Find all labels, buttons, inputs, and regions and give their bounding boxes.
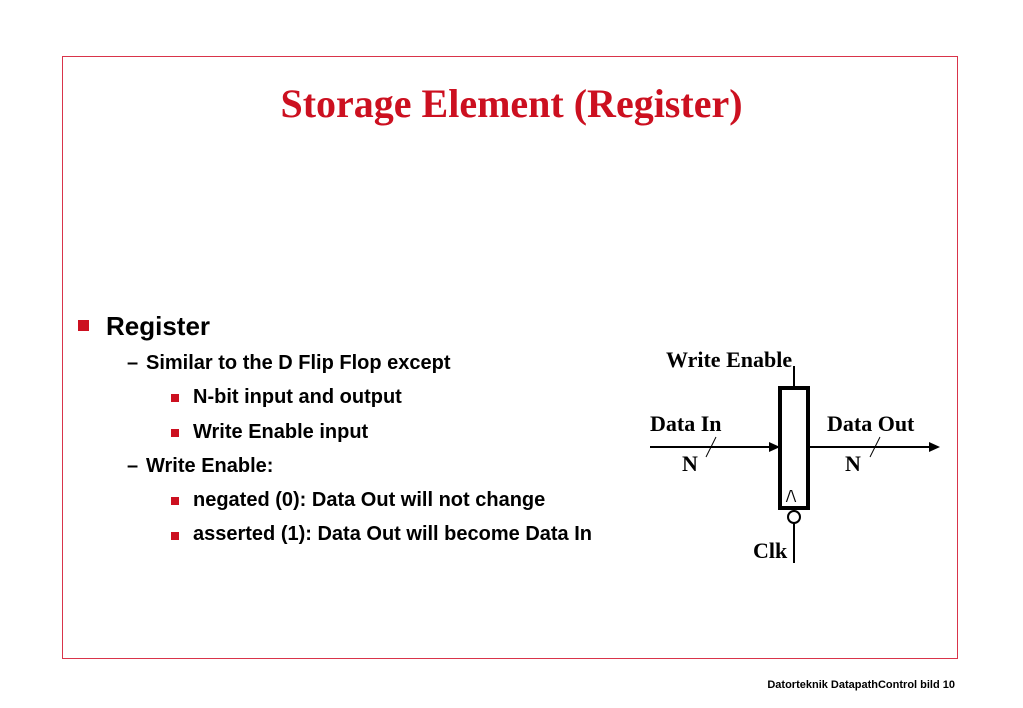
slide-title: Storage Element (Register) <box>280 81 743 126</box>
bullet-square-icon <box>78 320 89 331</box>
clock-edge-symbol: /\ <box>785 486 797 506</box>
dash-marker: – <box>127 455 139 477</box>
data-in-label: Data In <box>650 411 722 436</box>
data-in-width-label: N <box>682 451 698 476</box>
sub-sub-bullet: Write Enable input <box>193 421 369 443</box>
sub-sub-bullet: asserted (1): Data Out will become Data … <box>193 523 592 545</box>
clk-label: Clk <box>753 538 788 563</box>
data-out-width-label: N <box>845 451 861 476</box>
bullet-register: Register <box>106 311 211 341</box>
clock-inversion-bubble <box>787 510 801 524</box>
data-out-arrowhead <box>929 442 940 452</box>
slide-frame <box>62 56 958 659</box>
sub-sub-bullet: N-bit input and output <box>193 386 402 408</box>
bullet-square-icon <box>171 497 179 505</box>
sub-bullet-similar: Similar to the D Flip Flop except <box>146 352 451 374</box>
sub-sub-bullet: negated (0): Data Out will not change <box>193 489 546 511</box>
slide-footer: Datorteknik DatapathControl bild 10 <box>767 679 955 691</box>
data-out-bus-slash <box>869 436 881 458</box>
bullet-square-icon <box>171 532 179 540</box>
data-in-arrowhead <box>769 442 780 452</box>
bullet-square-icon <box>171 394 179 402</box>
data-in-bus-slash <box>705 436 717 458</box>
bullet-square-icon <box>171 429 179 437</box>
sub-bullet-write-enable: Write Enable: <box>146 455 274 477</box>
data-out-label: Data Out <box>827 411 915 436</box>
dash-marker: – <box>127 352 139 374</box>
write-enable-label: Write Enable <box>666 347 792 372</box>
